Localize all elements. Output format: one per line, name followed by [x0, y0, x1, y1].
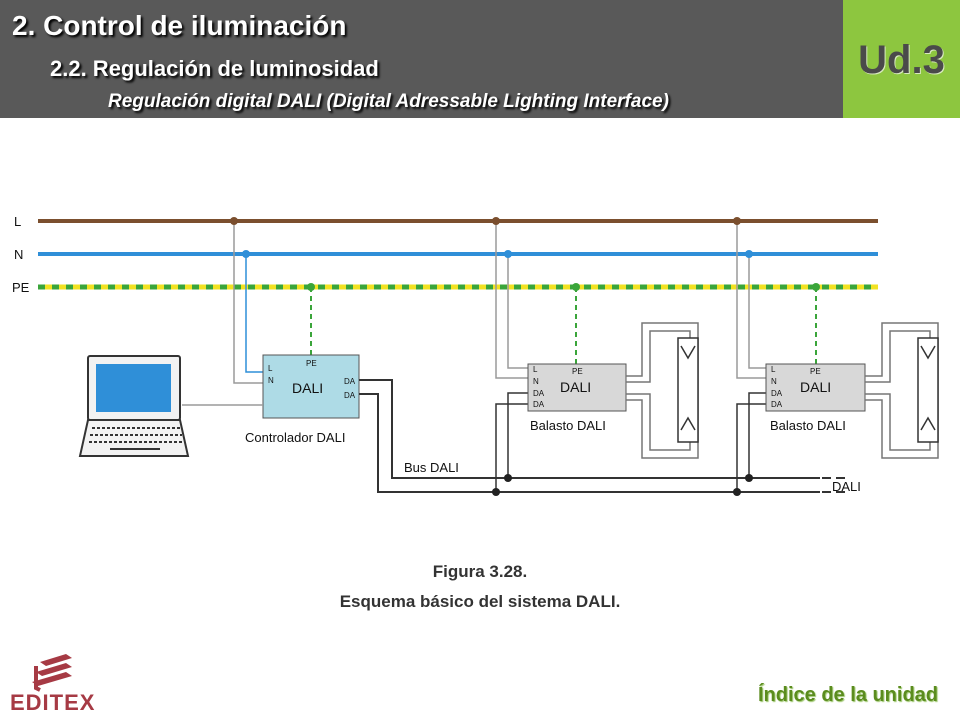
ballast-1-lamp: [677, 337, 699, 443]
unit-index-link[interactable]: Índice de la unidad: [757, 684, 938, 706]
ballast-2-caption: Balasto DALI: [770, 418, 846, 433]
wire-controller-l: [233, 221, 263, 384]
node-l-2: [492, 217, 500, 225]
node-pe-1: [307, 283, 315, 291]
ballast-2-wire-l: [736, 221, 766, 379]
ballast-2: L N DA DA PE DALI Balasto DALI: [733, 217, 939, 496]
ballast-1-box: [527, 363, 627, 412]
ballast-2-lamp-electrode-top: [920, 345, 936, 360]
ballast-2-wire-da1: [748, 392, 766, 478]
controller-title: DALI: [292, 380, 323, 396]
node-l-1: [230, 217, 238, 225]
topic-title: Regulación digital DALI (Digital Adressa…: [108, 91, 669, 112]
ballast-2-wire-da2: [736, 403, 766, 492]
node-bus-1b: [492, 488, 500, 496]
label-l: L: [14, 214, 21, 229]
node-l-3: [733, 217, 741, 225]
ballast-1-lamp-electrode-bottom: [680, 416, 696, 431]
ballast-2-pin-da1: DA: [771, 389, 783, 398]
node-bus-2a: [745, 474, 753, 482]
section-subtitle: 2.2. Regulación de luminosidad: [50, 56, 379, 81]
controller-pin-pe: PE: [306, 359, 317, 368]
node-n-1: [242, 250, 250, 258]
page-title: 2. Control de iluminación: [12, 10, 347, 41]
unit-badge-label: Ud.3: [858, 38, 945, 82]
ballast-1-pin-pe: PE: [572, 367, 583, 376]
dali-diagram: L N PE L N PE DALI DA DA Controlador DAL…: [12, 214, 939, 496]
ballast-1-title: DALI: [560, 379, 591, 395]
node-bus-1a: [504, 474, 512, 482]
header-bar: 2. Control de iluminación 2.2. Regulació…: [0, 0, 843, 118]
ballast-1-pin-da2: DA: [533, 400, 545, 409]
bus-label: Bus DALI: [404, 460, 459, 475]
ballast-1-wire-da1: [507, 392, 528, 478]
node-bus-2b: [733, 488, 741, 496]
controller-pin-da2: DA: [344, 391, 356, 400]
ballast-2-pin-l: L: [771, 365, 776, 374]
laptop-icon: [78, 355, 190, 457]
logo-text: EDITEX: [10, 690, 95, 715]
ballast-1-pin-n: N: [533, 377, 539, 386]
ballast-1-wire-da2: [495, 403, 528, 492]
node-n-2: [504, 250, 512, 258]
bus-end-label: DALI: [832, 479, 861, 494]
ballast-2-wire-n: [748, 254, 766, 369]
bus-wire-1: [359, 379, 820, 479]
ballast-2-title: DALI: [800, 379, 831, 395]
label-pe: PE: [12, 280, 30, 295]
ballast-2-lamp: [917, 337, 939, 443]
ballast-1-pin-l: L: [533, 365, 538, 374]
controller-caption: Controlador DALI: [245, 430, 345, 445]
figure-number: Figura 3.28.: [432, 562, 528, 581]
ballast-2-pin-da2: DA: [771, 400, 783, 409]
ballast-1: L N DA DA PE DALI Balasto DALI: [492, 217, 699, 496]
ballast-2-pin-pe: PE: [810, 367, 821, 376]
ballast-1-lamp-electrode-top: [680, 345, 696, 360]
ballast-2-pin-n: N: [771, 377, 777, 386]
controller-pin-l: L: [268, 364, 273, 373]
bus-wire-2: [359, 393, 820, 493]
figure-caption: Esquema básico del sistema DALI.: [339, 592, 621, 611]
ballast-1-caption: Balasto DALI: [530, 418, 606, 433]
ballast-1-wire-n: [507, 254, 528, 369]
ballast-2-box: [765, 363, 866, 412]
label-n: N: [14, 247, 23, 262]
ballast-1-wire-l: [495, 221, 528, 379]
node-pe-2: [572, 283, 580, 291]
controller-box: [262, 354, 360, 419]
unit-badge: Ud.3: [843, 0, 960, 118]
editex-logo: EDITEX: [10, 654, 95, 715]
controller-pin-n: N: [268, 376, 274, 385]
ballast-2-lamp-electrode-bottom: [920, 416, 936, 431]
controller-pin-da1: DA: [344, 377, 356, 386]
node-pe-3: [812, 283, 820, 291]
ballast-1-pin-da1: DA: [533, 389, 545, 398]
wire-controller-n: [245, 254, 263, 373]
node-n-3: [745, 250, 753, 258]
